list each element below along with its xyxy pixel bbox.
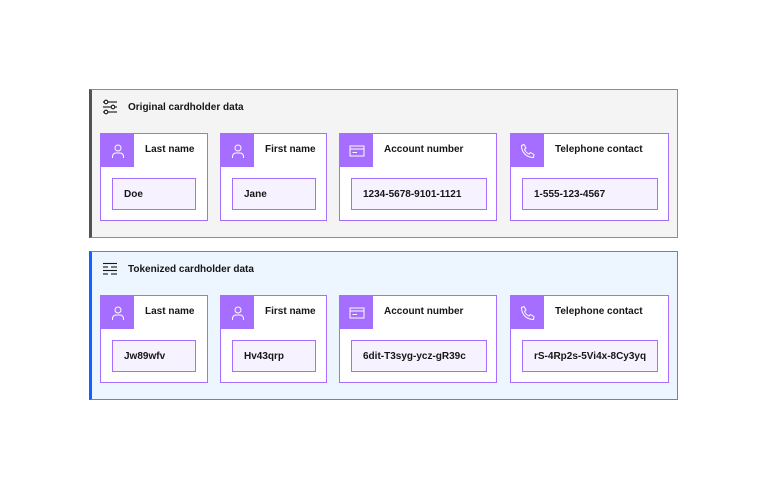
field-label: First name xyxy=(265,144,316,155)
field-value-box: Doe xyxy=(112,178,196,210)
card-icon xyxy=(349,145,364,156)
field-value-box: Jw89wfv xyxy=(112,340,196,372)
user-icon xyxy=(231,306,244,320)
field-card-first-name: First name Jane xyxy=(220,133,327,221)
field-value: 6dit-T3syg-ycz-gR39c xyxy=(363,350,466,362)
field-value: Hv43qrp xyxy=(244,350,285,362)
field-value-box: rS-4Rp2s-5Vi4x-8Cy3yq xyxy=(522,340,658,372)
field-label: Account number xyxy=(384,306,464,317)
field-card-last-name: Last name Doe xyxy=(100,133,208,221)
field-label: First name xyxy=(265,306,316,317)
field-value-box: 6dit-T3syg-ycz-gR39c xyxy=(351,340,487,372)
field-card-last-name: Last name Jw89wfv xyxy=(100,295,208,383)
field-card-account-number: Account number 1234-5678-9101-1121 xyxy=(339,133,497,221)
phone-icon xyxy=(520,305,534,320)
field-value: Doe xyxy=(124,188,143,200)
field-value: 1234-5678-9101-1121 xyxy=(363,188,462,200)
field-value-box: Jane xyxy=(232,178,316,210)
field-card-telephone: Telephone contact rS-4Rp2s-5Vi4x-8Cy3yq xyxy=(510,295,669,383)
field-label: Telephone contact xyxy=(555,144,643,155)
field-card-first-name: First name Hv43qrp xyxy=(220,295,327,383)
phone-icon xyxy=(520,143,534,158)
field-label: Last name xyxy=(145,306,195,317)
settings-adjust-icon xyxy=(103,99,117,115)
field-value-box: 1234-5678-9101-1121 xyxy=(351,178,487,210)
field-value-box: 1-555-123-4567 xyxy=(522,178,658,210)
field-value: Jw89wfv xyxy=(124,350,166,362)
panel-title: Tokenized cardholder data xyxy=(128,263,254,275)
field-value: 1-555-123-4567 xyxy=(534,188,606,200)
field-label: Telephone contact xyxy=(555,306,643,317)
user-icon xyxy=(111,306,124,320)
field-value: rS-4Rp2s-5Vi4x-8Cy3yq xyxy=(534,350,647,362)
field-card-telephone: Telephone contact 1-555-123-4567 xyxy=(510,133,669,221)
field-label: Last name xyxy=(145,144,195,155)
panel-title: Original cardholder data xyxy=(128,101,244,113)
card-icon xyxy=(349,307,364,318)
field-value: Jane xyxy=(244,188,267,200)
original-data-panel: Original cardholder data Last name Doe F… xyxy=(89,89,678,238)
tokenized-panel-header: Tokenized cardholder data xyxy=(102,260,254,278)
field-label: Account number xyxy=(384,144,464,155)
user-icon xyxy=(111,144,124,158)
tokenized-data-panel: Tokenized cardholder data Last name Jw89… xyxy=(89,251,678,400)
text-align-icon xyxy=(103,262,117,275)
field-card-account-number: Account number 6dit-T3syg-ycz-gR39c xyxy=(339,295,497,383)
field-value-box: Hv43qrp xyxy=(232,340,316,372)
user-icon xyxy=(231,144,244,158)
original-panel-header: Original cardholder data xyxy=(102,98,244,116)
